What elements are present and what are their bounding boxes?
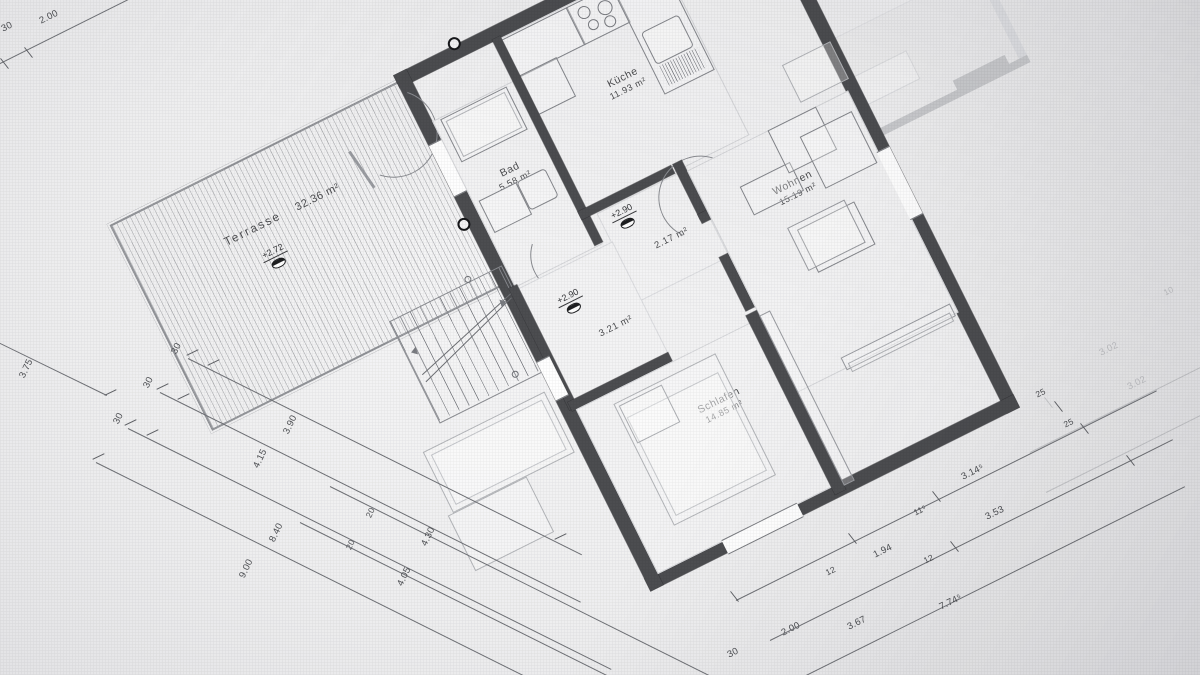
dimline-left-vertical: [0, 338, 108, 396]
dim-tick: [177, 393, 190, 400]
dim-tick: [92, 453, 105, 460]
dim-label-3145: 3.14⁵: [959, 461, 986, 483]
dimline-bottom-430: [329, 486, 716, 675]
dim-label-840: 8.40: [267, 521, 286, 544]
dim-tick: [104, 389, 117, 396]
dim-label-7745: 7.74⁵: [937, 591, 964, 613]
dimline-top-left: [0, 0, 148, 71]
dim-label-900: 9.00: [237, 557, 256, 580]
dim-label-375: 3.75: [17, 357, 36, 380]
dim-tick: [156, 383, 169, 390]
dimline-left-3: [127, 428, 612, 670]
dim-tick: [146, 429, 159, 436]
dimline-right-2: [1045, 384, 1200, 493]
dim-label-30-top-left: 30: [0, 19, 15, 35]
dim-label-390: 3.90: [281, 413, 300, 436]
dim-label-10: 10: [1161, 284, 1176, 298]
dim-label-30-b: 30: [141, 375, 156, 390]
dim-label-302-a: 3.02: [1097, 339, 1121, 359]
dimline-right-1: [1029, 340, 1200, 453]
dimline-left-1: [187, 358, 582, 556]
dimline-bottom-right-1: [735, 390, 1157, 601]
dim-label-30-c: 30: [111, 411, 126, 426]
dim-tick: [730, 591, 739, 602]
dim-label-194: 1.94: [871, 541, 895, 561]
dim-label-302-b: 3.02: [1125, 373, 1149, 393]
dim-label-353: 3.53: [983, 503, 1007, 523]
dim-label-367: 3.67: [845, 613, 869, 633]
dim-label-12-a: 12: [823, 564, 838, 578]
dim-tick: [1054, 401, 1063, 412]
dim-tick: [554, 533, 567, 540]
dim-tick: [1044, 397, 1053, 408]
dim-label-30-bottom: 30: [725, 645, 741, 661]
dimline-left-2: [159, 392, 581, 603]
dim-tick: [124, 419, 137, 426]
dim-tick: [207, 359, 220, 366]
dim-label-200-top-left: 2.00: [37, 7, 61, 27]
dim-label-25-b: 25: [1061, 416, 1076, 430]
dim-label-415: 4.15: [251, 447, 270, 470]
dim-label-430: 4.30: [419, 525, 438, 548]
dim-label-30-a: 30: [169, 341, 184, 356]
dim-tick: [186, 349, 199, 356]
